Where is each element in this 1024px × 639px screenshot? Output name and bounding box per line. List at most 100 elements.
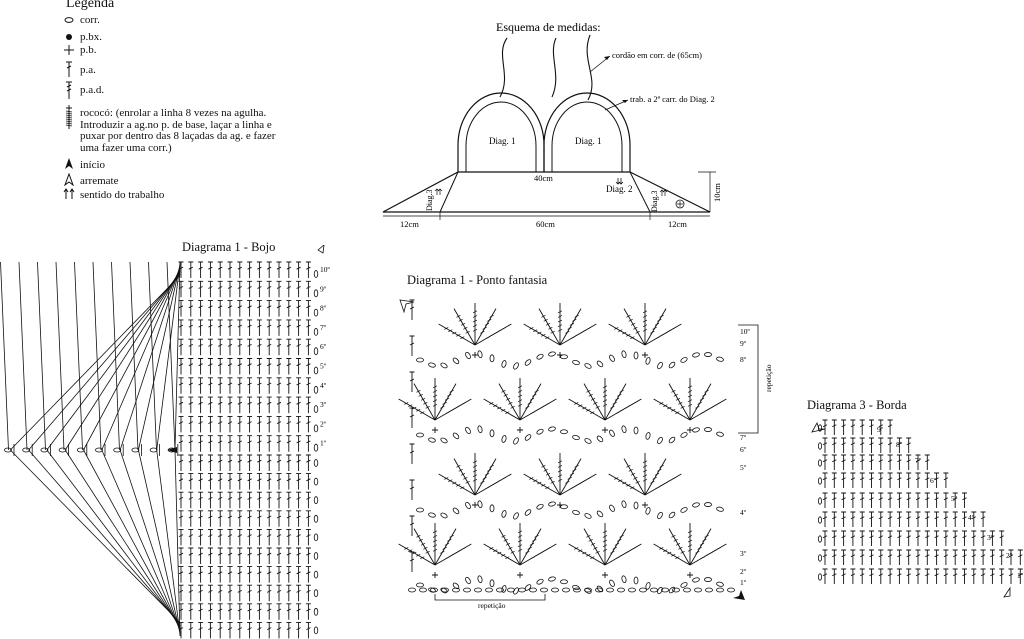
dc-stitch [198,491,204,509]
dc-stitch [247,280,253,298]
dc-stitch [266,300,272,317]
dc-stitch [207,528,213,546]
dc-stitch [237,300,243,317]
dc-stitch [247,621,253,639]
bullion-wrap [687,539,693,543]
legend-title: Legenda [66,0,115,11]
dc-stitch [896,549,902,565]
treble-stitch [653,398,691,421]
dc-stitch [850,549,856,565]
chain-stitch [536,353,544,360]
repeat-bracket-bottom [434,594,546,601]
dc-stitch [934,530,940,546]
bullion-wrap [423,401,428,405]
chain-stitch [657,511,663,520]
dc-stitch [296,435,302,452]
dc-stitch [286,510,292,527]
dc-stitch [266,603,272,620]
chain-stitch [76,447,85,453]
bullion-wrap [484,472,490,476]
dc-stitch [247,261,253,278]
dc-stitch [276,396,282,414]
dc-stitch [896,454,902,470]
bullion-wrap [482,476,487,480]
treble-stitch [498,528,521,566]
chain-stitch [313,477,319,486]
chain-stitch [621,500,627,509]
dc-stitch [207,396,213,414]
dc-stitch [188,528,194,546]
treble-stitch [538,308,561,346]
dc-stitch [237,319,243,336]
chain-stitch [609,354,615,362]
chain-stitch [704,577,712,582]
fantasia-row-label: 9º [740,339,747,348]
chain-stitch [596,435,604,443]
dc-stitch [305,621,311,639]
chain-stitch [705,587,713,593]
bullion-wrap [617,393,622,397]
fantasia-row-label: 6º [740,445,747,454]
bullion-wrap [659,484,664,487]
bullion-wrap [574,464,579,468]
dc-stitch [276,473,282,490]
bullion-wrap [534,554,539,557]
dc-stitch [286,280,292,298]
dc-stitch [276,603,282,620]
treble-stitch [398,398,436,421]
dc-stitch [887,511,893,527]
bullion-wrap [449,389,454,393]
dc-stitch [409,479,415,500]
bullion-wrap [593,401,598,405]
bullion-wrap [420,556,425,559]
bullion-wrap [626,484,631,487]
chain-stitch [465,501,471,510]
dc-stitch [286,491,292,509]
bullion-wrap [530,411,535,414]
dc-stitch [305,377,311,394]
dc-stitch [943,568,949,584]
legend-item-start: início [80,159,106,171]
treble-stitch [653,543,691,566]
dc-stitch [207,280,213,298]
chain-stitch [313,308,319,317]
bullion-wrap [493,404,498,408]
dc-stitch [227,358,233,375]
dc-stitch [822,454,828,470]
dc-stitch [237,528,243,546]
dc-stitch [237,603,243,620]
chain-stitch [313,424,319,433]
chain-stitch [428,587,436,593]
dc-stitch [227,566,233,583]
dc-stitch [286,603,292,620]
dc-stitch [296,454,302,471]
bullion-wrap [480,330,485,334]
dc-stitch [266,358,272,375]
bullion-wrap [702,393,707,397]
borda-row-label: 6º [930,476,937,485]
bullion-wrap [527,546,532,550]
dc-stitch [207,473,213,490]
chain-stitch [536,578,544,585]
dc-stitch [237,473,243,490]
bullion-wrap [472,319,478,323]
dc-stitch [178,358,184,375]
dc-stitch [850,419,856,435]
dc-stitch [878,437,884,453]
chain-stitch [818,477,823,485]
bullion-wrap [550,480,555,484]
bullion-wrap [534,409,539,412]
bullion-wrap [586,477,591,480]
bojo-row-label: 4º [320,381,327,390]
chain-stitch [657,361,663,370]
dc-stitch [227,491,233,509]
dc-stitch [276,621,282,639]
dc-stitch [227,300,233,317]
bullion-wrap [557,465,563,468]
dc-stitch [198,566,204,583]
dc-stitch [286,319,292,336]
dc-stitch [217,566,223,583]
bojo-fan [0,261,181,637]
dc-stitch [906,472,912,488]
bullion-wrap [623,551,628,555]
